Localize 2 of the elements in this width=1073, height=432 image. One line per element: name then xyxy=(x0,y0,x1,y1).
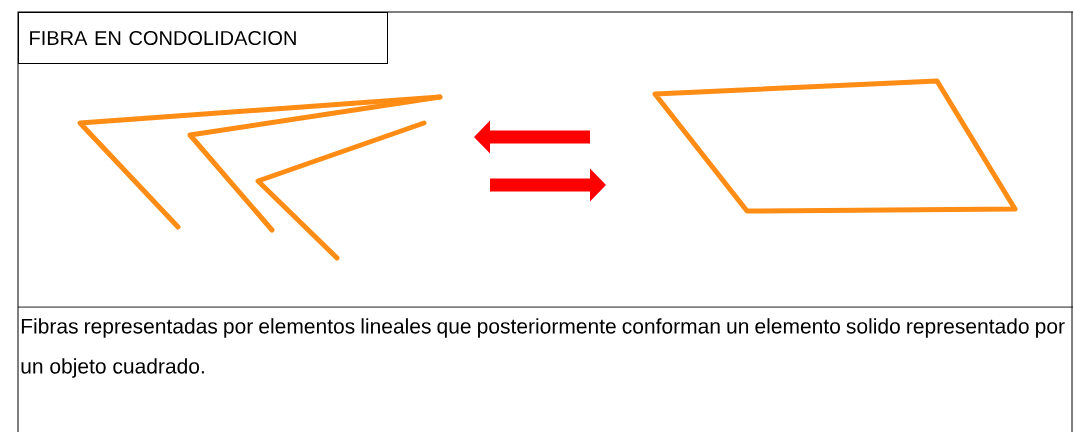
title-box: FIBRA EN CONDOLIDACION xyxy=(18,12,388,64)
caption-text: Fibras representadas por elementos lineales que posteriormente conforman un elemento solido representado por un objeto cuadrado. xyxy=(21,318,1065,378)
